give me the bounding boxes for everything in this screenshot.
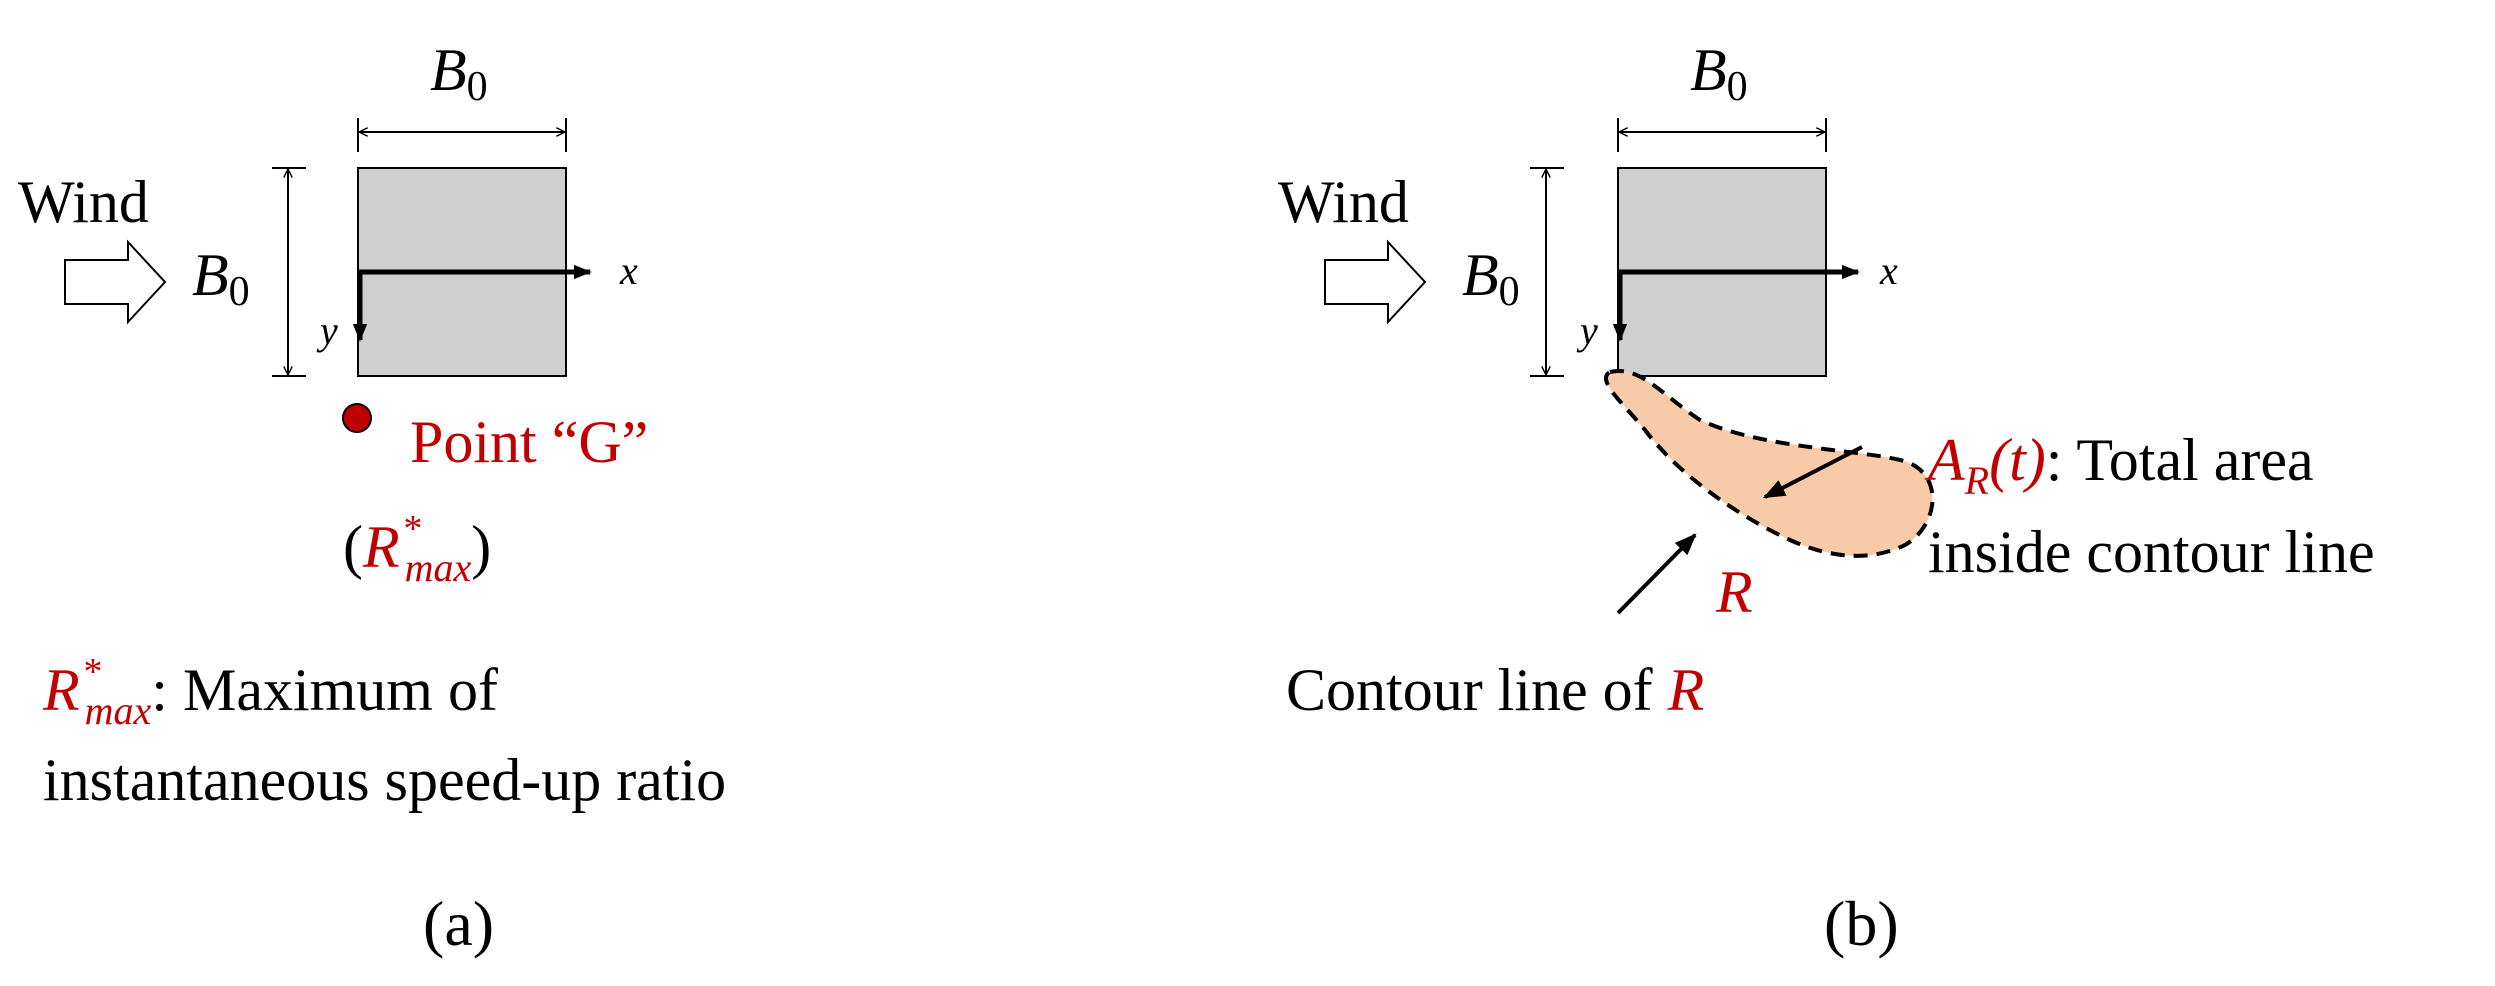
wind-label-b: Wind — [1278, 169, 1409, 235]
rmax-definition-line2: instantaneous speed-up ratio — [43, 747, 726, 813]
y-axis-label-b: y — [1576, 308, 1598, 353]
point-g-marker — [342, 403, 372, 433]
region-label-r: R — [1715, 559, 1753, 625]
wind-arrow-icon-b — [1324, 239, 1427, 325]
panel-b: B0 B0 Wind x y AR(t): Total area inside … — [1278, 37, 2375, 959]
width-dimension-a: B0 — [357, 37, 567, 152]
contour-region — [1604, 368, 1935, 558]
height-label-a: B0 — [192, 242, 250, 315]
wind-label-a: Wind — [18, 169, 149, 235]
caption-a: (a) — [423, 888, 494, 959]
height-dimension-a: B0 — [192, 167, 306, 377]
width-label-b: B0 — [1690, 37, 1748, 110]
area-definition-line1: AR(t): Total area — [1924, 427, 2314, 503]
wind-arrow-icon-a — [64, 239, 167, 325]
y-axis-label-a: y — [316, 308, 338, 353]
point-g-label: Point “G” — [410, 409, 648, 475]
rmax-definition-line1: R*max: Maximum of — [42, 651, 498, 733]
area-definition-line2: inside contour line — [1928, 519, 2375, 585]
contour-line-label: Contour line of R — [1286, 657, 1704, 723]
x-axis-label-a: x — [619, 248, 638, 293]
caption-b: (b) — [1824, 888, 1899, 959]
height-dimension-b: B0 — [1462, 167, 1564, 377]
width-label-a: B0 — [430, 37, 488, 110]
contour-pointer-arrow — [1616, 533, 1697, 615]
point-g-symbol: (R*max) — [343, 508, 491, 590]
panel-a: B0 B0 Wind x y Point “G” (R*max) R*max: … — [18, 37, 726, 959]
area-pointer-arrow — [1763, 445, 1863, 499]
height-label-b: B0 — [1462, 242, 1520, 315]
width-dimension-b: B0 — [1617, 37, 1827, 152]
x-axis-label-b: x — [1879, 248, 1898, 293]
